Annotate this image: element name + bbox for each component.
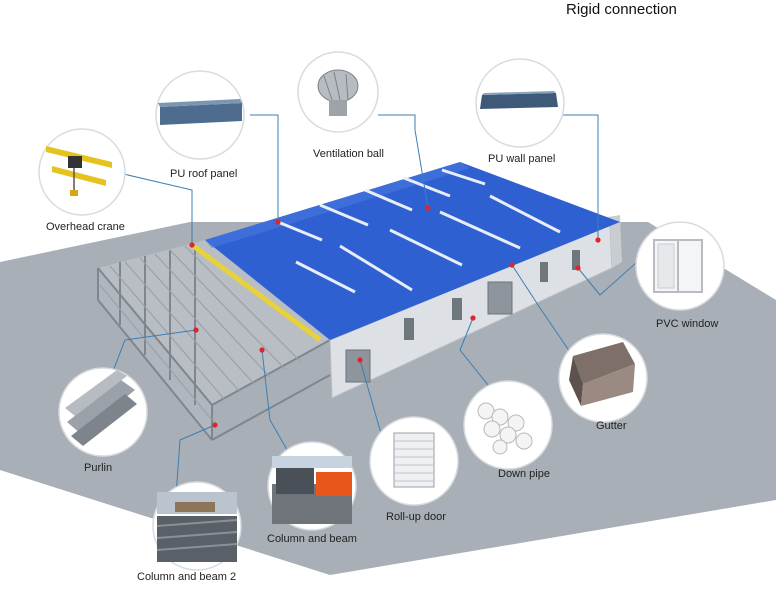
component-markers [189,205,601,428]
purlin-icon [65,370,137,446]
gutter-icon [569,342,635,406]
callout-pu-wall-panel [475,58,565,148]
label-pvc-window: PVC window [656,318,719,330]
purlin-lines [99,245,301,421]
wall-openings [345,250,580,383]
label-pu-roof-panel: PU roof panel [170,168,238,180]
label-column-and-beam-2: Column and beam 2 [137,571,237,583]
callout-purlin [58,367,148,457]
callout-ventilation-ball [297,51,379,133]
wall-panel-icon [480,91,558,109]
callout-roll-up-door [369,416,459,506]
steel-building [97,162,622,441]
label-gutter: Gutter [596,420,627,432]
callout-column-and-beam [267,441,357,531]
label-overhead-crane: Overhead crane [46,221,125,233]
pipe-icon [477,402,533,455]
ventilator-icon [317,69,359,116]
crane-icon [46,146,112,196]
label-purlin: Purlin [84,462,113,474]
callout-pu-roof-panel [155,70,245,160]
diagram-title: Rigid connection [566,1,677,18]
label-column-and-beam: Column and beam [267,533,357,545]
callout-gutter [558,333,648,423]
callout-down-pipe [463,380,553,470]
end-wall [590,215,622,268]
beam-stack-icon [156,492,238,562]
beam-stack-icon [272,456,352,524]
window-icon [653,239,703,293]
label-roll-up-door: Roll-up door [386,511,446,523]
callout-overhead-crane [38,128,126,216]
blue-roof [205,162,620,340]
callout-column-and-beam-2 [152,481,242,571]
label-ventilation-ball: Ventilation ball [313,148,384,160]
label-down-pipe: Down pipe [498,468,550,480]
crane-beam [190,242,322,343]
steel-columns [97,244,331,441]
roof-panel-icon [158,99,242,125]
callout-pvc-window [635,221,725,311]
skylights [277,168,561,294]
rollup-door-icon [393,432,435,488]
label-pu-wall-panel: PU wall panel [488,153,556,165]
